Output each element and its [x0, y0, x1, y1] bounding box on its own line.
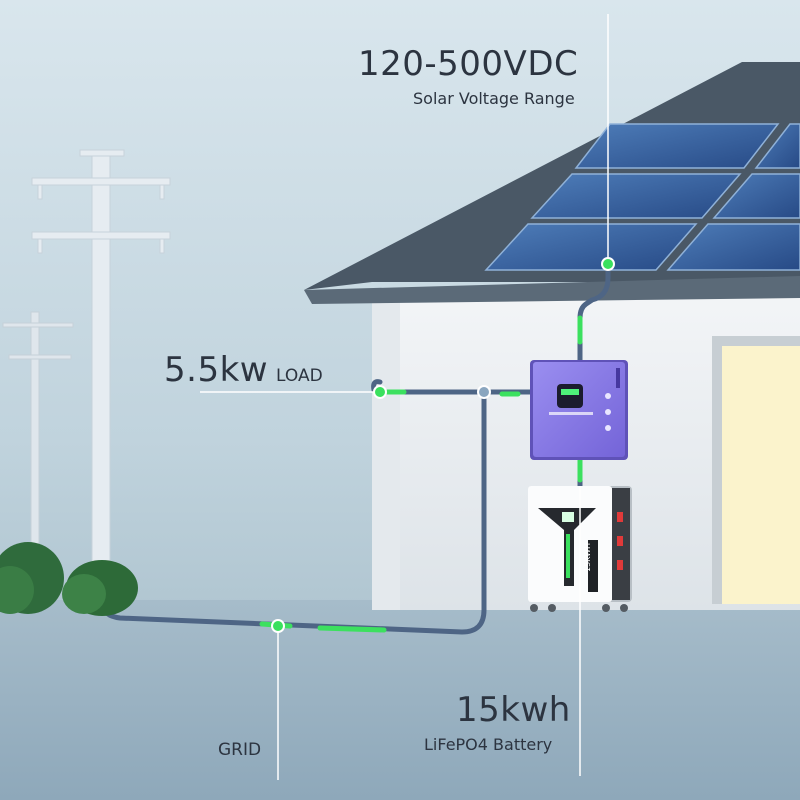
inverter	[530, 360, 628, 460]
load-value: 5.5kw	[164, 350, 269, 390]
power-flow-highlights	[259, 315, 583, 633]
solar-panels	[484, 123, 800, 271]
connection-nodes	[271, 257, 615, 633]
battery-capacity-value: 15kwh	[456, 690, 571, 730]
solar-voltage-caption: Solar Voltage Range	[413, 89, 575, 108]
grid-label: GRID	[218, 740, 262, 760]
utility-pole-far	[2, 311, 74, 581]
window-glow	[722, 346, 800, 604]
solar-voltage-value: 120-500VDC	[358, 44, 579, 84]
battery-type-caption: LiFePO4 Battery	[424, 735, 553, 754]
leader-lines	[200, 14, 609, 780]
battery-badge: 15KWH	[583, 542, 592, 572]
shrubs	[0, 542, 138, 616]
load-unit: LOAD	[276, 366, 323, 386]
